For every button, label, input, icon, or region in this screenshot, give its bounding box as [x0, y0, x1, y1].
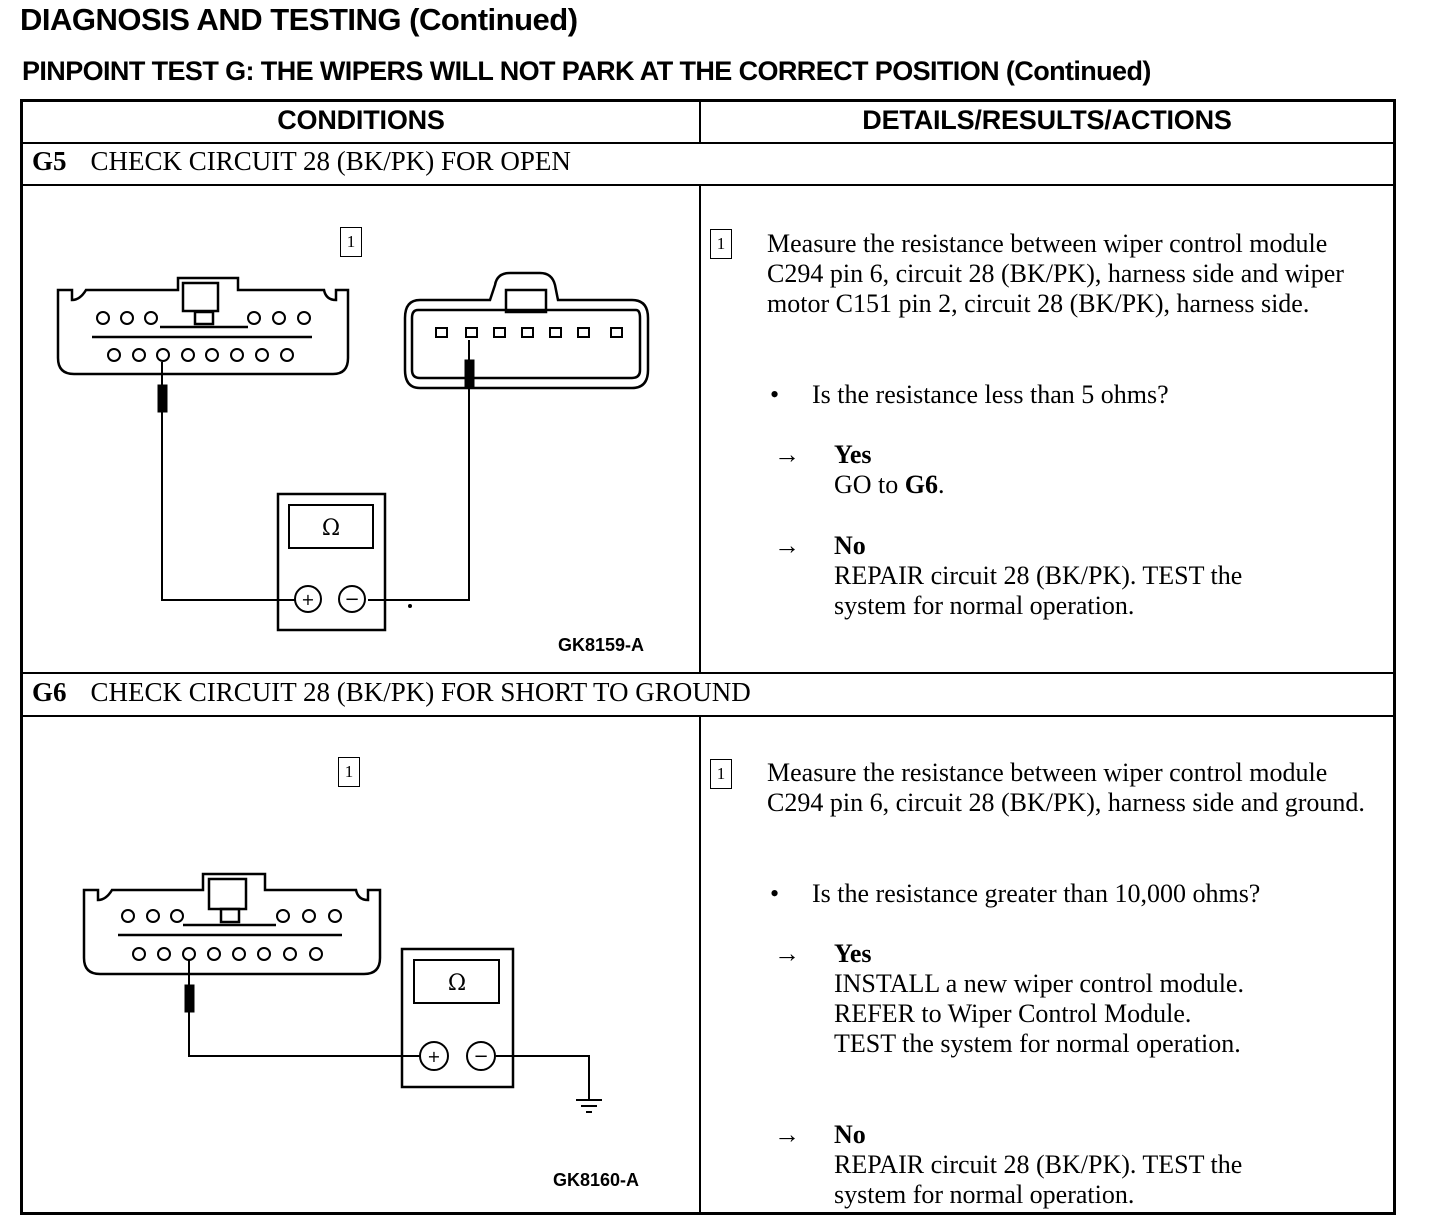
minus-icon: −	[344, 589, 359, 610]
no-text-line: REPAIR circuit 28 (BK/PK). TEST the	[834, 561, 1243, 590]
minus-icon: −	[473, 1046, 488, 1067]
yes-text: GO to G6.	[834, 470, 945, 499]
column-header-details: DETAILS/RESULTS/ACTIONS	[862, 105, 1232, 135]
column-header-conditions: CONDITIONS	[277, 105, 445, 135]
row-divider	[23, 184, 1393, 186]
wiper-module-connector	[56, 276, 350, 376]
g6-action-text: Measure the resistance between wiper con…	[767, 758, 1365, 817]
g6-figure-callout: 1	[338, 757, 360, 787]
step-title: CHECK CIRCUIT 28 (BK/PK) FOR OPEN	[90, 146, 571, 176]
page-title: DIAGNOSIS AND TESTING (Continued)	[20, 2, 578, 37]
wiper-module-connector	[82, 872, 382, 976]
g5-action-text: Measure the resistance between wiper con…	[767, 229, 1344, 318]
goto-step-link[interactable]: G6	[904, 470, 939, 499]
row-divider	[23, 672, 1393, 674]
g6-action-number: 1	[710, 759, 732, 789]
column-divider-g5	[699, 184, 701, 674]
arrow-icon: →	[774, 531, 800, 560]
plus-icon: +	[427, 1047, 440, 1066]
question-text: Is the resistance greater than 10,000 oh…	[812, 879, 1261, 908]
question-text: Is the resistance less than 5 ohms?	[812, 380, 1169, 409]
no-text-line: REPAIR circuit 28 (BK/PK). TEST the	[834, 1150, 1243, 1179]
step-id: G5	[32, 146, 67, 176]
ohmmeter	[276, 492, 387, 632]
g6-yes-answer: Yes INSTALL a new wiper control module. …	[834, 939, 1244, 1059]
no-label: No	[834, 1120, 866, 1149]
column-divider-g6	[699, 715, 701, 1212]
row-divider	[23, 715, 1393, 717]
g5-question: • Is the resistance less than 5 ohms?	[770, 380, 1169, 410]
step-header-g6: G6 CHECK CIRCUIT 28 (BK/PK) FOR SHORT TO …	[32, 677, 751, 708]
step-id: G6	[32, 677, 67, 707]
g5-no-answer: No REPAIR circuit 28 (BK/PK). TEST the s…	[834, 531, 1242, 621]
no-label: No	[834, 531, 866, 560]
bullet-icon: •	[770, 380, 780, 409]
yes-text-line: TEST the system for normal operation.	[834, 1029, 1241, 1058]
step-title: CHECK CIRCUIT 28 (BK/PK) FOR SHORT TO GR…	[90, 677, 751, 707]
g5-yes-answer: Yes GO to G6.	[834, 440, 945, 500]
g6-no-answer: No REPAIR circuit 28 (BK/PK). TEST the s…	[834, 1120, 1242, 1210]
pinpoint-test-title: PINPOINT TEST G: THE WIPERS WILL NOT PAR…	[22, 56, 1151, 86]
yes-text-line: INSTALL a new wiper control module.	[834, 969, 1244, 998]
no-text-line: system for normal operation.	[834, 1180, 1135, 1209]
arrow-icon: →	[774, 939, 800, 968]
column-divider-header	[699, 102, 701, 143]
g5-action-number: 1	[710, 229, 732, 259]
g6-question: • Is the resistance greater than 10,000 o…	[770, 879, 1260, 909]
yes-label: Yes	[834, 939, 872, 968]
g6-figure-code: GK8160-A	[553, 1170, 640, 1190]
yes-label: Yes	[834, 440, 872, 469]
yes-text-line: REFER to Wiper Control Module.	[834, 999, 1192, 1028]
ohm-symbol: Ω	[322, 516, 340, 541]
step-header-g5: G5 CHECK CIRCUIT 28 (BK/PK) FOR OPEN	[32, 146, 571, 177]
no-text-line: system for normal operation.	[834, 591, 1135, 620]
g5-figure-callout: 1	[340, 227, 362, 257]
plus-icon: +	[301, 590, 314, 609]
arrow-icon: →	[774, 440, 800, 469]
ohmmeter	[400, 947, 515, 1089]
bullet-icon: •	[770, 879, 780, 908]
g5-figure-code: GK8159-A	[558, 635, 645, 655]
ohm-symbol: Ω	[448, 971, 466, 996]
wiper-motor-connector	[403, 271, 650, 390]
row-divider	[23, 142, 1393, 144]
arrow-icon: →	[774, 1120, 800, 1149]
